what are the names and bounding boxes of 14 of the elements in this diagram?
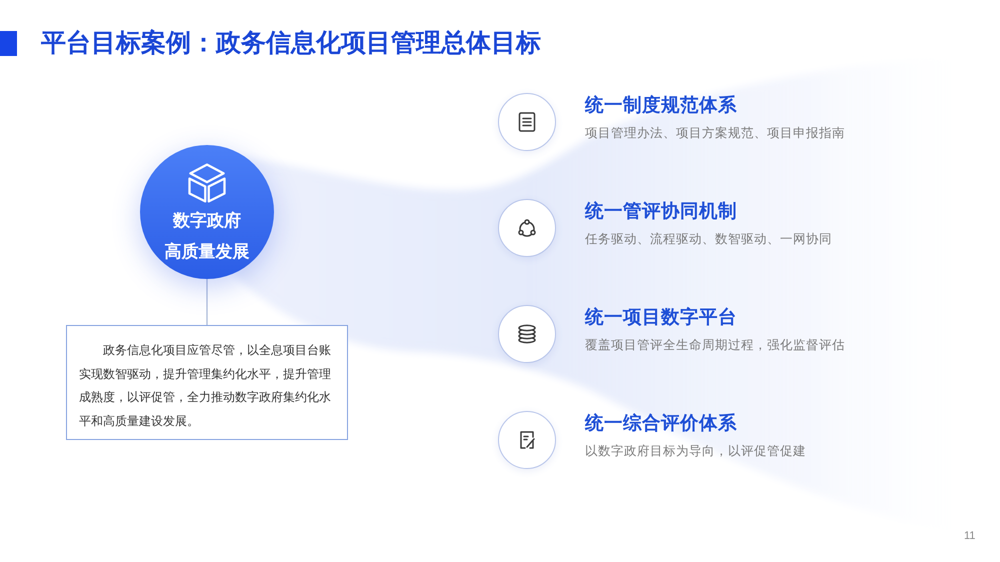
- item-heading: 统一综合评价体系: [585, 411, 737, 435]
- item-description: 项目管理办法、项目方案规范、项目申报指南: [585, 125, 845, 142]
- circle-label: 数字政府: [172, 210, 242, 232]
- item-heading: 统一制度规范体系: [585, 93, 737, 117]
- item-heading: 统一管评协同机制: [585, 199, 737, 223]
- circle-label: 高质量发展: [164, 241, 250, 263]
- page-number: 11: [964, 529, 976, 543]
- item-heading: 统一项目数字平台: [585, 305, 737, 329]
- item-description: 覆盖项目管评全生命周期过程，强化监督评估: [585, 337, 845, 354]
- title: 平台目标案例：政务信息化项目管理总体目标: [41, 29, 541, 57]
- item-description: 以数字政府目标为导向，以评促管促建: [585, 443, 806, 460]
- text-box: 政务信息化项目应管尽管，以全息项目台账实现数智驱动，提升管理集约化水平，提升管理成熟度，以评促管，全力推动数字政府集约化水平和高质量建设发展。: [66, 325, 348, 440]
- connector-line: [206, 279, 208, 325]
- item-description: 任务驱动、流程驱动、数智驱动、一网协同: [585, 231, 832, 248]
